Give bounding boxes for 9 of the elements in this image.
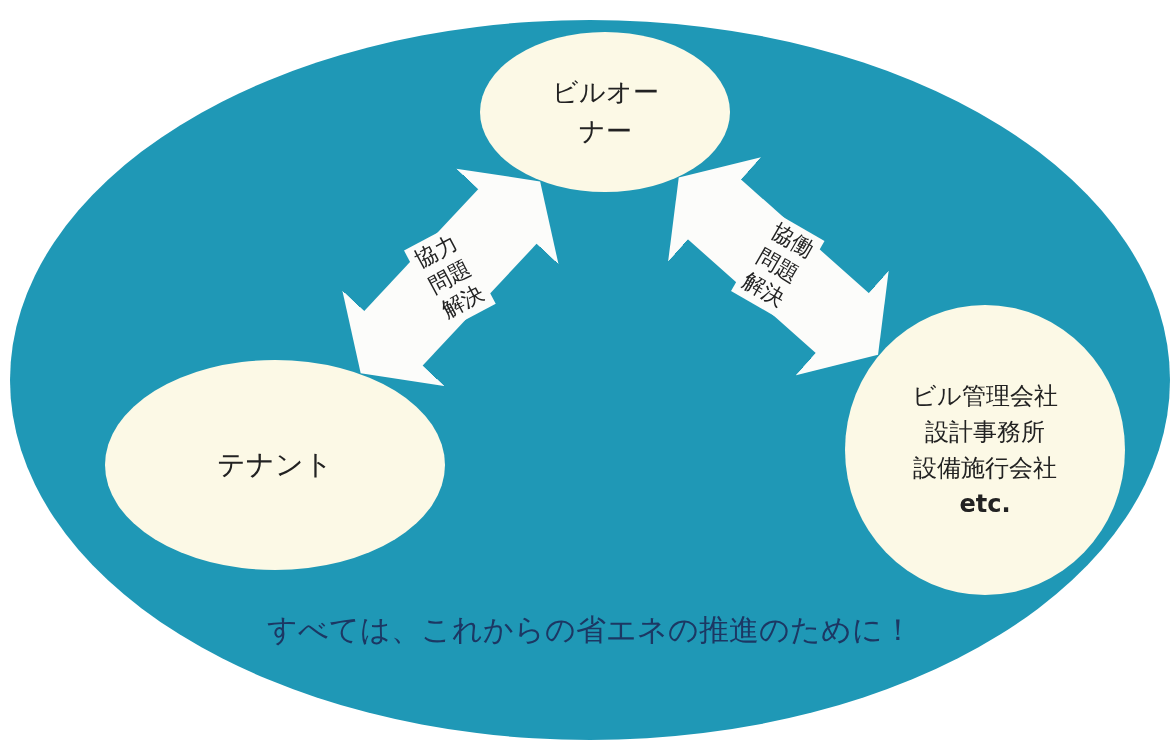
node-text: ビルオーナー [550,76,660,148]
double-arrow [668,157,889,376]
node-text: etc. [959,489,1011,520]
node-text: ビル管理会社 [912,381,1058,412]
double-arrow [342,168,559,387]
node-text: テナント [217,447,333,483]
node-text: 設計事務所 [925,417,1045,448]
node-text: すべては、これからの省エネの推進のために！ [267,611,913,649]
node-text: 設備施行会社 [913,453,1057,484]
